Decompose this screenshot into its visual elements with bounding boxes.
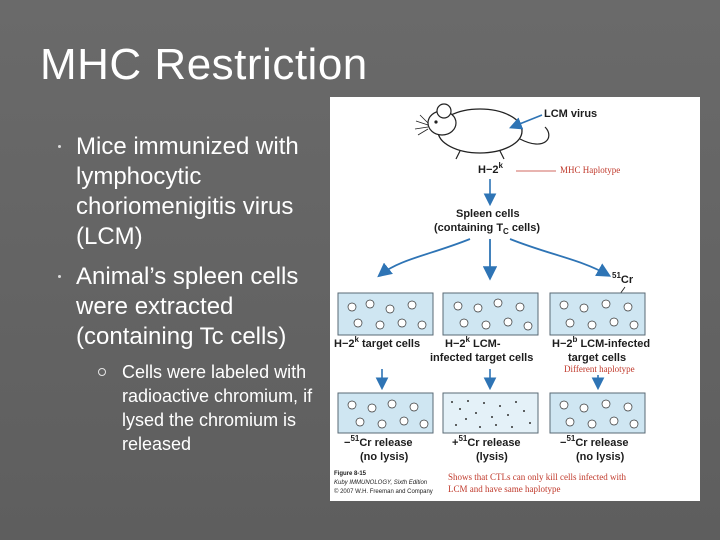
target-label-h2b-lcm: H−2b LCM-infected bbox=[552, 335, 650, 350]
sub-bullet-chromium: Cells were labeled with radioactive chro… bbox=[98, 360, 323, 456]
different-haplotype-note: Different haplotype bbox=[564, 364, 635, 374]
conclusion-note-line1: Shows that CTLs can only kill cells infe… bbox=[448, 472, 626, 482]
bullet-text: Mice immunized with lymphocytic choriome… bbox=[76, 133, 299, 250]
bullet-dot bbox=[58, 275, 61, 278]
result-wells-row bbox=[337, 392, 646, 434]
figure-number: Figure 8-15 bbox=[334, 471, 367, 477]
target-label-h2k-lcm: H−2k LCM- bbox=[445, 335, 501, 350]
slide-title: MHC Restriction bbox=[40, 40, 368, 89]
result-outcome-left: (no lysis) bbox=[360, 451, 409, 463]
chromium-label: 51Cr bbox=[612, 271, 634, 286]
mouse-haplotype-label: H−2k bbox=[478, 161, 504, 176]
lcm-virus-label: LCM virus bbox=[544, 108, 597, 120]
spleen-cells-subtitle: (containing TC cells) bbox=[434, 222, 540, 236]
target-label-h2b-lcm-line2: target cells bbox=[568, 352, 626, 364]
result-outcome-right: (no lysis) bbox=[576, 451, 625, 463]
target-wells-row bbox=[337, 292, 646, 336]
figure-copyright: © 2007 W.H. Freeman and Company bbox=[334, 488, 433, 495]
sub-bullet-circle bbox=[98, 368, 106, 376]
conclusion-note-line2: LCM and have same haplotype bbox=[448, 484, 560, 494]
target-label-h2k-lcm-line2: infected target cells bbox=[430, 352, 533, 364]
sub-bullet-text: Cells were labeled with radioactive chro… bbox=[122, 362, 313, 454]
mhc-haplotype-note: MHC Haplotype bbox=[560, 165, 620, 175]
bullet-text: Animal’s spleen cells were extracted (co… bbox=[76, 263, 299, 350]
result-label-middle: +51Cr release bbox=[452, 434, 521, 449]
bullet-spleen-cells: Animal’s spleen cells were extracted (co… bbox=[58, 262, 323, 352]
mhc-restriction-figure: LCM virus H−2k MHC Haplotype Spleen cell… bbox=[330, 97, 700, 501]
result-label-right: −51Cr release bbox=[560, 434, 629, 449]
result-outcome-middle: (lysis) bbox=[476, 451, 508, 463]
spleen-cells-label: Spleen cells bbox=[456, 208, 520, 220]
bullet-immunized: Mice immunized with lymphocytic choriome… bbox=[58, 132, 323, 252]
result-label-left: −51Cr release bbox=[344, 434, 413, 449]
bullet-dot bbox=[58, 145, 61, 148]
figure-book: Kuby IMMUNOLOGY, Sixth Edition bbox=[334, 480, 428, 486]
mouse-illustration bbox=[414, 103, 550, 160]
target-label-h2k: H−2k target cells bbox=[334, 335, 420, 350]
